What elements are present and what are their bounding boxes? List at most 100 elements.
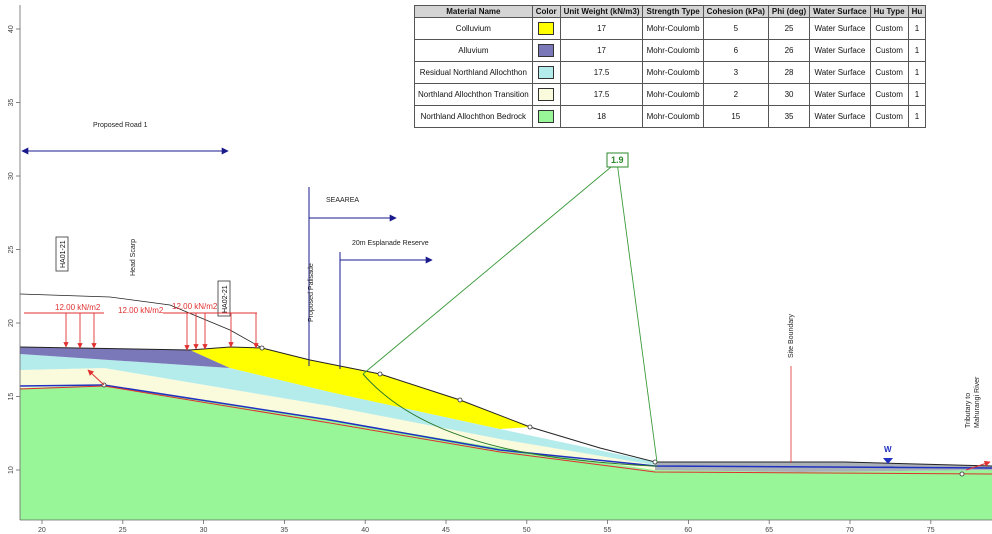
colluvium-region	[190, 347, 530, 429]
legend-cell-strength: Mohr-Coulomb	[642, 61, 704, 84]
esplanade-label: 20m Esplanade Reserve	[352, 240, 429, 247]
transition-region	[20, 368, 655, 470]
legend-cell-strength: Mohr-Coulomb	[642, 17, 704, 40]
legend-color-cell	[531, 105, 561, 128]
legend-cell-unit-weight: 17	[559, 39, 644, 62]
tributary-label-line2: Mahurangi River	[974, 376, 981, 428]
legend-cell-phi: 26	[767, 39, 811, 62]
ground-vertex	[959, 471, 965, 477]
legend-cell-water: Water Surface	[809, 83, 871, 106]
legend-cell-hu: 1	[907, 105, 927, 128]
legend-cell-hu: 1	[907, 61, 927, 84]
legend-cell-cohesion: 2	[702, 83, 769, 106]
x-tick-label: 45	[442, 527, 450, 534]
legend-cell-water: Water Surface	[809, 17, 871, 40]
y-tick-label: 20	[8, 319, 15, 327]
legend-cell-cohesion: 3	[702, 61, 769, 84]
material-color-swatch	[538, 88, 555, 101]
ha02-box	[217, 280, 231, 317]
load-arrows	[63, 313, 259, 351]
legend-color-cell	[531, 83, 561, 106]
legend-cell-cohesion: 5	[702, 17, 769, 40]
legend-cell-cohesion: 15	[702, 105, 769, 128]
legend-cell-name: Colluvium	[414, 17, 533, 40]
x-tick-label: 20	[38, 527, 46, 534]
material-color-swatch	[538, 66, 555, 79]
legend-cell-hu: 1	[907, 39, 927, 62]
legend-cell-unit-weight: 17	[559, 17, 644, 40]
legend-cell-hu: 1	[907, 17, 927, 40]
load-label-1: 12.00 kN/m2	[55, 303, 101, 312]
legend-color-cell	[531, 17, 561, 40]
legend-cell-hu-type: Custom	[869, 105, 909, 128]
head-scarp-label: Head Scarp	[130, 239, 137, 276]
legend-cell-strength: Mohr-Coulomb	[642, 83, 704, 106]
legend-cell-strength: Mohr-Coulomb	[642, 105, 704, 128]
y-tick-label: 10	[8, 466, 15, 474]
alluvium-region	[20, 347, 230, 368]
water-marker-label: W	[884, 445, 892, 454]
legend-header-cell: Phi (deg)	[767, 5, 811, 18]
legend-cell-name: Residual Northland Allochthon	[414, 61, 533, 84]
x-tick-label: 50	[523, 527, 531, 534]
legend-cell-hu-type: Custom	[869, 61, 909, 84]
legend-cell-name: Northland Allochthon Bedrock	[414, 105, 533, 128]
legend-cell-unit-weight: 18	[559, 105, 644, 128]
x-tick-label: 75	[927, 527, 935, 534]
legend-cell-hu-type: Custom	[869, 39, 909, 62]
legend-cell-hu-type: Custom	[869, 17, 909, 40]
ground-vertex	[377, 371, 383, 377]
y-tick-label: 30	[8, 172, 15, 180]
y-tick-label: 25	[8, 246, 15, 254]
residual-region	[20, 354, 655, 465]
x-tick-label: 65	[765, 527, 773, 534]
tributary-label-line1: Tributary to	[965, 393, 972, 428]
tributary-water-arrow	[965, 460, 991, 471]
legend-color-cell	[531, 39, 561, 62]
y-tick-label: 15	[8, 393, 15, 401]
material-color-swatch	[538, 44, 555, 57]
critical-slip-surface	[362, 373, 658, 467]
legend-cell-hu: 1	[907, 83, 927, 106]
palisade-label: Proposed Palisade	[308, 263, 315, 322]
x-tick-label: 70	[846, 527, 854, 534]
legend-header-cell: Hu Type	[869, 5, 909, 18]
material-color-swatch	[538, 22, 555, 35]
seepage-arrow	[87, 369, 105, 386]
fos-box	[606, 152, 629, 168]
material-color-swatch	[538, 110, 555, 123]
x-tick-label: 40	[361, 527, 369, 534]
x-tick-label: 25	[119, 527, 127, 534]
legend-cell-phi: 28	[767, 61, 811, 84]
legend-cell-unit-weight: 17.5	[559, 61, 644, 84]
water-table-line	[19, 384, 992, 469]
x-tick-label: 60	[684, 527, 692, 534]
legend-cell-name: Northland Allochthon Transition	[414, 83, 533, 106]
ha02-label: HA02-21	[222, 285, 229, 313]
legend-color-cell	[531, 61, 561, 84]
x-tick-label: 35	[280, 527, 288, 534]
legend-cell-name: Alluvium	[414, 39, 533, 62]
legend-header-cell: Strength Type	[642, 5, 704, 18]
legend-cell-water: Water Surface	[809, 39, 871, 62]
load-label-3: 12.00 kN/m2	[172, 302, 218, 311]
site-boundary-label: Site Boundary	[788, 314, 795, 358]
legend-header-cell: Color	[531, 5, 561, 18]
load-label-2: 12.00 kN/m2	[118, 306, 164, 315]
legend-cell-unit-weight: 17.5	[559, 83, 644, 106]
legend-cell-strength: Mohr-Coulomb	[642, 39, 704, 62]
legend-cell-phi: 25	[767, 17, 811, 40]
x-tick-label: 30	[200, 527, 208, 534]
legend-cell-water: Water Surface	[809, 61, 871, 84]
legend-cell-phi: 35	[767, 105, 811, 128]
legend-cell-water: Water Surface	[809, 105, 871, 128]
ground-vertex	[457, 397, 463, 403]
